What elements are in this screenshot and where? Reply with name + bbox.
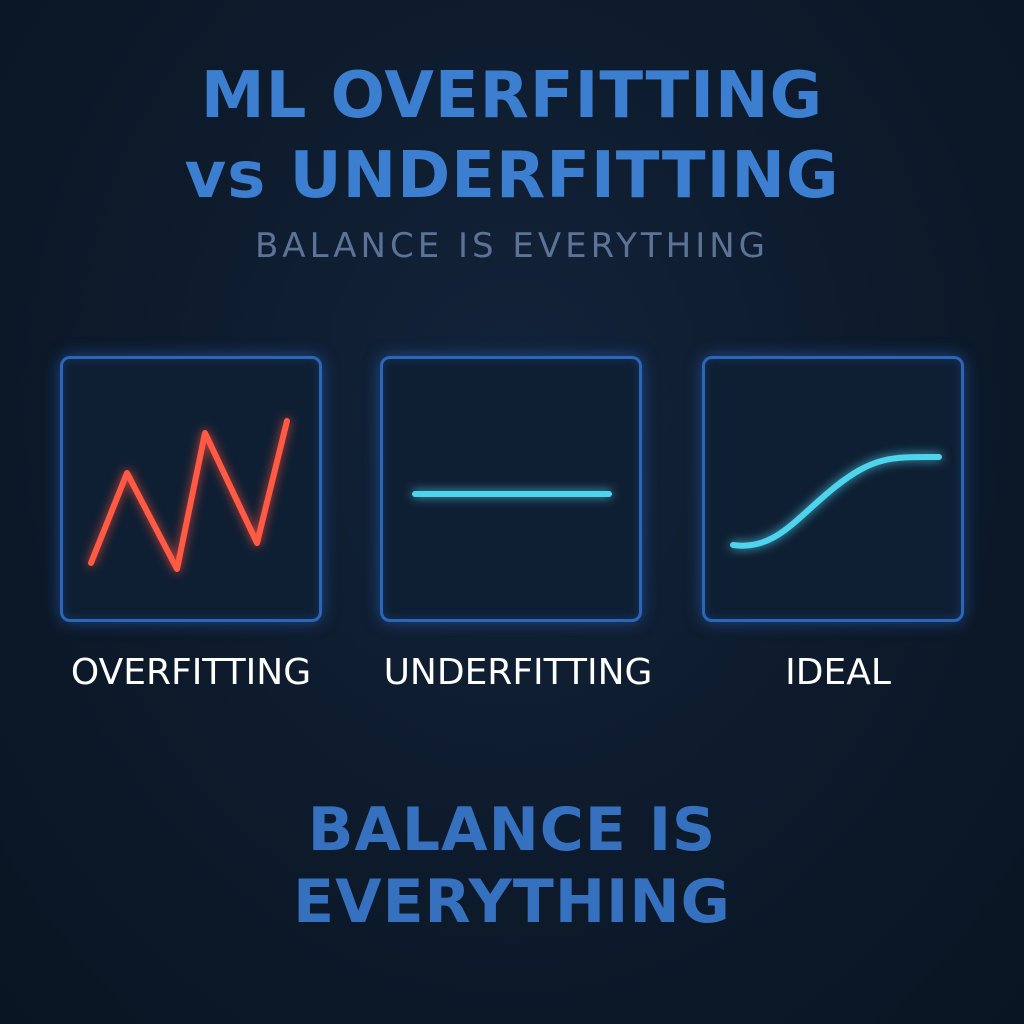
page-subtitle: BALANCE IS EVERYTHING [254, 226, 770, 266]
overfitting-curve [88, 418, 290, 572]
footer-line-1: BALANCE IS [307, 795, 717, 865]
underfitting-panel [380, 356, 642, 622]
zigzag-curve-icon [88, 418, 290, 572]
ideal-curve [730, 453, 942, 549]
ideal-label: IDEAL [785, 652, 891, 693]
footer-line-2: EVERYTHING [293, 867, 731, 937]
page-title-line-2: vs UNDERFITTING [184, 139, 840, 213]
page-title-line-1: ML OVERFITTING [200, 59, 824, 133]
smooth-s-curve-icon [730, 453, 942, 549]
flat-line-icon [412, 491, 612, 497]
overfitting-label: OVERFITTING [70, 652, 312, 693]
overfitting-panel [60, 356, 322, 622]
ideal-panel [702, 356, 964, 622]
underfitting-label: UNDERFITTING [383, 652, 653, 693]
